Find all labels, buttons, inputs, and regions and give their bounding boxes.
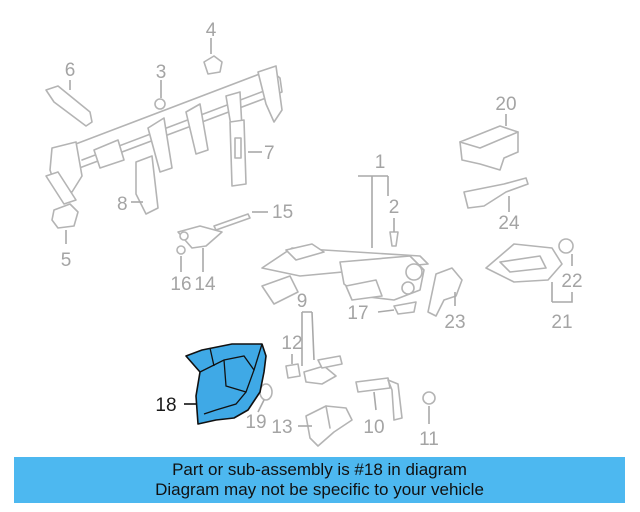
parts-diagram: 4 6 3 20 7 1 2 8 15 24 5 16 14 22 9 17 2… bbox=[45, 20, 583, 450]
part-5-bracket bbox=[51, 203, 79, 229]
callout-16: 16 bbox=[170, 274, 191, 295]
callout-23: 23 bbox=[444, 312, 465, 333]
callout-15: 15 bbox=[272, 202, 293, 223]
part-23-lever bbox=[427, 267, 463, 317]
callout-4: 4 bbox=[206, 20, 217, 41]
callout-21: 21 bbox=[551, 312, 572, 333]
part-11-washer bbox=[422, 391, 436, 405]
callout-22: 22 bbox=[561, 271, 582, 292]
banner-line-1: Part or sub-assembly is #18 in diagram bbox=[172, 460, 467, 479]
part-16-nut bbox=[176, 245, 186, 255]
callout-1: 1 bbox=[375, 152, 386, 173]
part-8-bracket bbox=[135, 155, 159, 215]
callout-24: 24 bbox=[498, 213, 520, 234]
part-6-bracket bbox=[45, 85, 93, 127]
part-20-cover bbox=[459, 125, 519, 171]
part-22-cap bbox=[558, 238, 574, 254]
callout-17: 17 bbox=[347, 303, 368, 324]
part-4-clip bbox=[203, 55, 223, 75]
part-24-switch bbox=[463, 177, 529, 209]
info-banner: Part or sub-assembly is #18 in diagram D… bbox=[14, 457, 625, 503]
part-10-cylinder bbox=[355, 377, 403, 421]
callout-5: 5 bbox=[61, 250, 72, 271]
part-21-panel bbox=[485, 243, 563, 283]
leader-lines bbox=[65, 38, 573, 427]
part-17-clip bbox=[393, 301, 417, 315]
callout-6: 6 bbox=[65, 60, 76, 81]
callout-2: 2 bbox=[389, 197, 400, 218]
callout-19: 19 bbox=[245, 412, 266, 433]
callout-18[interactable]: 18 bbox=[155, 395, 176, 416]
part-9-assembly bbox=[303, 355, 343, 385]
callout-7: 7 bbox=[264, 143, 275, 164]
callout-10: 10 bbox=[363, 417, 384, 438]
part-12-bushing bbox=[285, 363, 301, 379]
callout-8: 8 bbox=[117, 194, 128, 215]
callout-3: 3 bbox=[156, 62, 167, 83]
callout-11: 11 bbox=[419, 429, 439, 450]
part-14-bracket bbox=[177, 225, 223, 249]
part-15-bolt bbox=[213, 213, 251, 231]
part-18-highlighted[interactable] bbox=[185, 343, 267, 425]
callout-9: 9 bbox=[297, 291, 308, 312]
part-7-plate bbox=[229, 119, 247, 187]
banner-line-2: Diagram may not be specific to your vehi… bbox=[155, 480, 484, 499]
part-13-bracket bbox=[305, 405, 353, 447]
part-2-pin bbox=[389, 231, 399, 247]
part-1-steering-column bbox=[261, 243, 429, 305]
callout-14: 14 bbox=[194, 274, 216, 295]
callout-12: 12 bbox=[281, 333, 302, 354]
callout-20: 20 bbox=[495, 94, 516, 115]
callout-labels: 4 6 3 20 7 1 2 8 15 24 5 16 14 22 9 17 2… bbox=[61, 20, 583, 450]
callout-13: 13 bbox=[271, 417, 292, 438]
